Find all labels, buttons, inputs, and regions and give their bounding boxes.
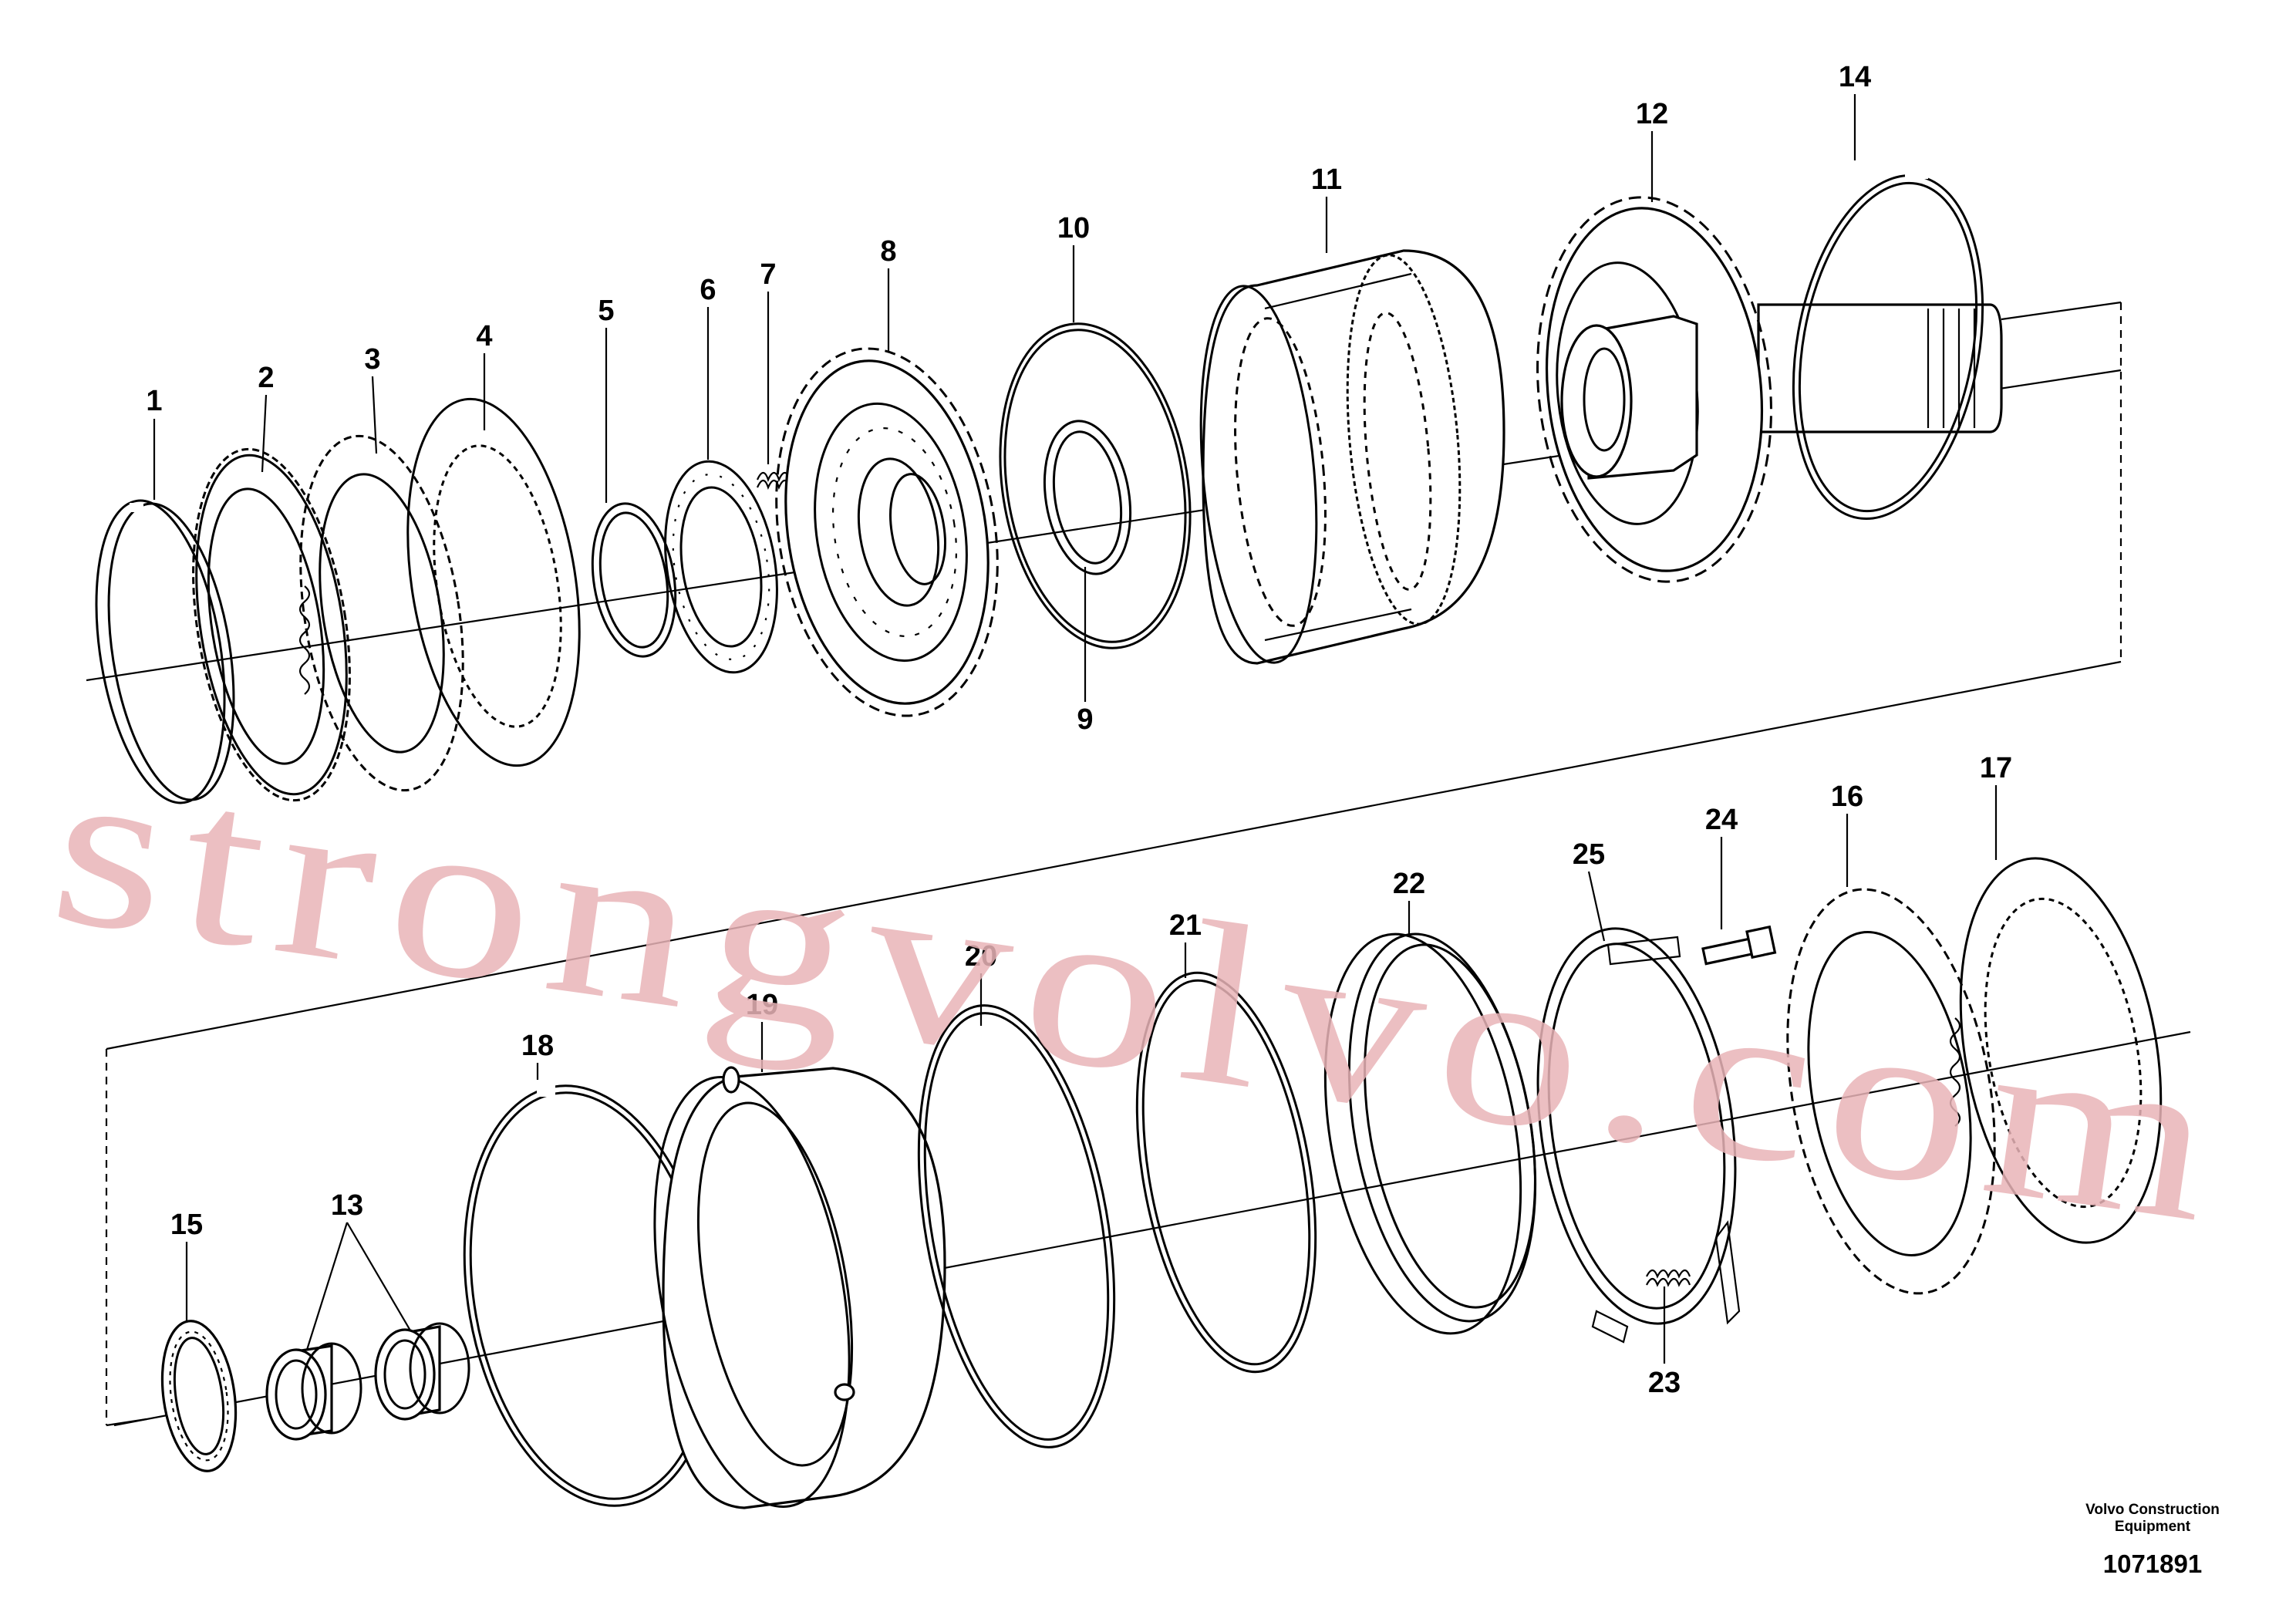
part-2-friction-plate [192, 447, 351, 802]
callout-13: 13 [331, 1189, 363, 1222]
bottom-assembly-row [105, 857, 2191, 1509]
callout-19: 19 [746, 989, 778, 1021]
callout-17: 17 [1980, 752, 2012, 784]
credit-company: Volvo Construction Equipment [2085, 1502, 2220, 1535]
part-8-piston-gear [775, 347, 999, 717]
part-6-retainer-plate [664, 460, 778, 674]
callout-8: 8 [880, 235, 896, 268]
callout-4: 4 [476, 320, 492, 352]
callout-15: 15 [170, 1209, 203, 1241]
part-20-seal-ring [917, 1004, 1116, 1448]
callout-18: 18 [521, 1030, 554, 1062]
callout-2: 2 [258, 362, 274, 394]
callout-7: 7 [760, 258, 776, 291]
part-16-steel-disc [1786, 888, 1996, 1295]
callout-21: 21 [1169, 909, 1202, 942]
part-24-bolt [1701, 925, 1777, 966]
part-1-snap-ring [95, 499, 235, 804]
part-13-bushing-a [265, 1342, 362, 1441]
callout-22: 22 [1393, 868, 1425, 900]
part-10-thrust-plate [999, 322, 1192, 649]
callout-9: 9 [1077, 703, 1093, 736]
callout-20: 20 [965, 940, 997, 973]
callout-14: 14 [1839, 61, 1871, 93]
callout-1: 1 [146, 385, 162, 417]
callout-labels: 1 2 3 4 5 6 7 8 9 10 11 12 13 14 15 16 1… [146, 61, 2012, 1399]
part-9-seal-ring [1043, 420, 1132, 575]
callout-5: 5 [598, 295, 614, 327]
part-14-snap-ring [1792, 165, 1984, 521]
callout-11: 11 [1311, 164, 1342, 196]
credit-drawing-number: 1071891 [2102, 1549, 2203, 1578]
callout-6: 6 [700, 274, 716, 306]
part-22-piston [1323, 932, 1537, 1335]
callout-leaders [153, 94, 1998, 1364]
callout-23: 23 [1648, 1367, 1681, 1399]
part-17-friction-disc [1959, 857, 2163, 1244]
part-4-friction-disc [406, 397, 581, 767]
callout-25: 25 [1573, 838, 1605, 871]
part-11-ring-gear [1199, 249, 1505, 665]
part-12-gear-hub [1536, 196, 2003, 583]
part-21-seal-ring [1135, 971, 1317, 1374]
callout-16: 16 [1831, 781, 1863, 813]
top-assembly-row [86, 165, 2122, 1050]
callout-3: 3 [364, 343, 380, 376]
part-5-o-ring [591, 502, 677, 658]
watermark: strongvolvo.com [39, 714, 2244, 1273]
part-19-piston-housing [653, 1066, 946, 1509]
callout-12: 12 [1636, 98, 1668, 130]
callout-10: 10 [1057, 212, 1090, 244]
callout-24: 24 [1705, 804, 1738, 836]
part-13-bushing-b [374, 1322, 470, 1421]
part-15-needle-bearing [160, 1320, 238, 1472]
part-23-spring [1646, 1269, 1691, 1287]
